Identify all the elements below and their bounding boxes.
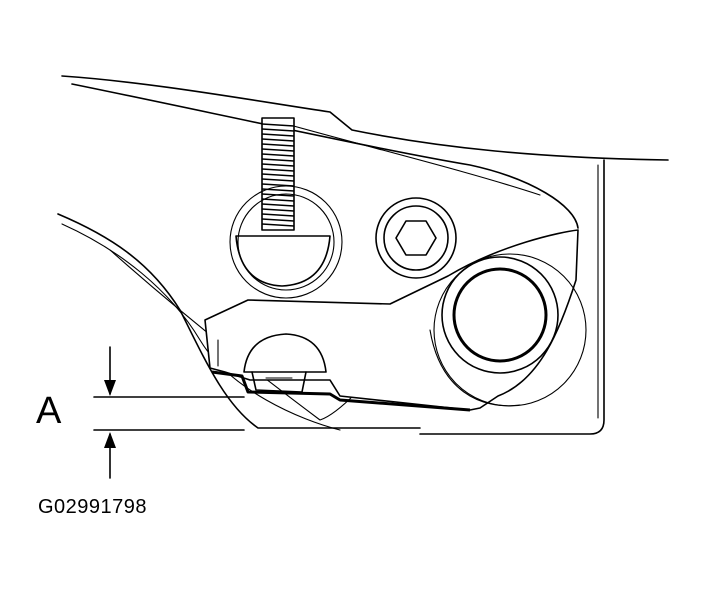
thread-line <box>261 173 295 177</box>
thread-line <box>261 153 295 157</box>
dimension-a-indicator <box>93 346 245 479</box>
thread-line <box>261 128 295 132</box>
thread-line <box>261 178 295 182</box>
hex-socket-bolt <box>375 197 457 279</box>
pivot-ball <box>243 333 327 393</box>
thread-line <box>261 138 295 142</box>
housing-wall <box>419 159 605 435</box>
thread-line <box>261 213 295 217</box>
bolt-threads <box>261 123 295 227</box>
arrow-down-icon <box>104 380 116 396</box>
roller-bearing <box>429 253 587 407</box>
thread-line <box>261 163 295 167</box>
thread-line <box>261 143 295 147</box>
thread-line <box>261 218 295 222</box>
thread-line <box>261 198 295 202</box>
thread-line <box>261 133 295 137</box>
thread-line <box>261 158 295 162</box>
thread-line <box>261 123 295 127</box>
thread-line <box>261 168 295 172</box>
adjusting-bolt <box>229 117 343 299</box>
figure-id: G02991798 <box>38 496 148 518</box>
thread-line <box>261 148 295 152</box>
thread-line <box>261 208 295 212</box>
arrow-up-icon <box>104 432 116 448</box>
upper-housing <box>61 75 669 229</box>
thread-line <box>261 223 295 227</box>
dimension-label: A <box>36 390 62 432</box>
thread-line <box>261 203 295 207</box>
